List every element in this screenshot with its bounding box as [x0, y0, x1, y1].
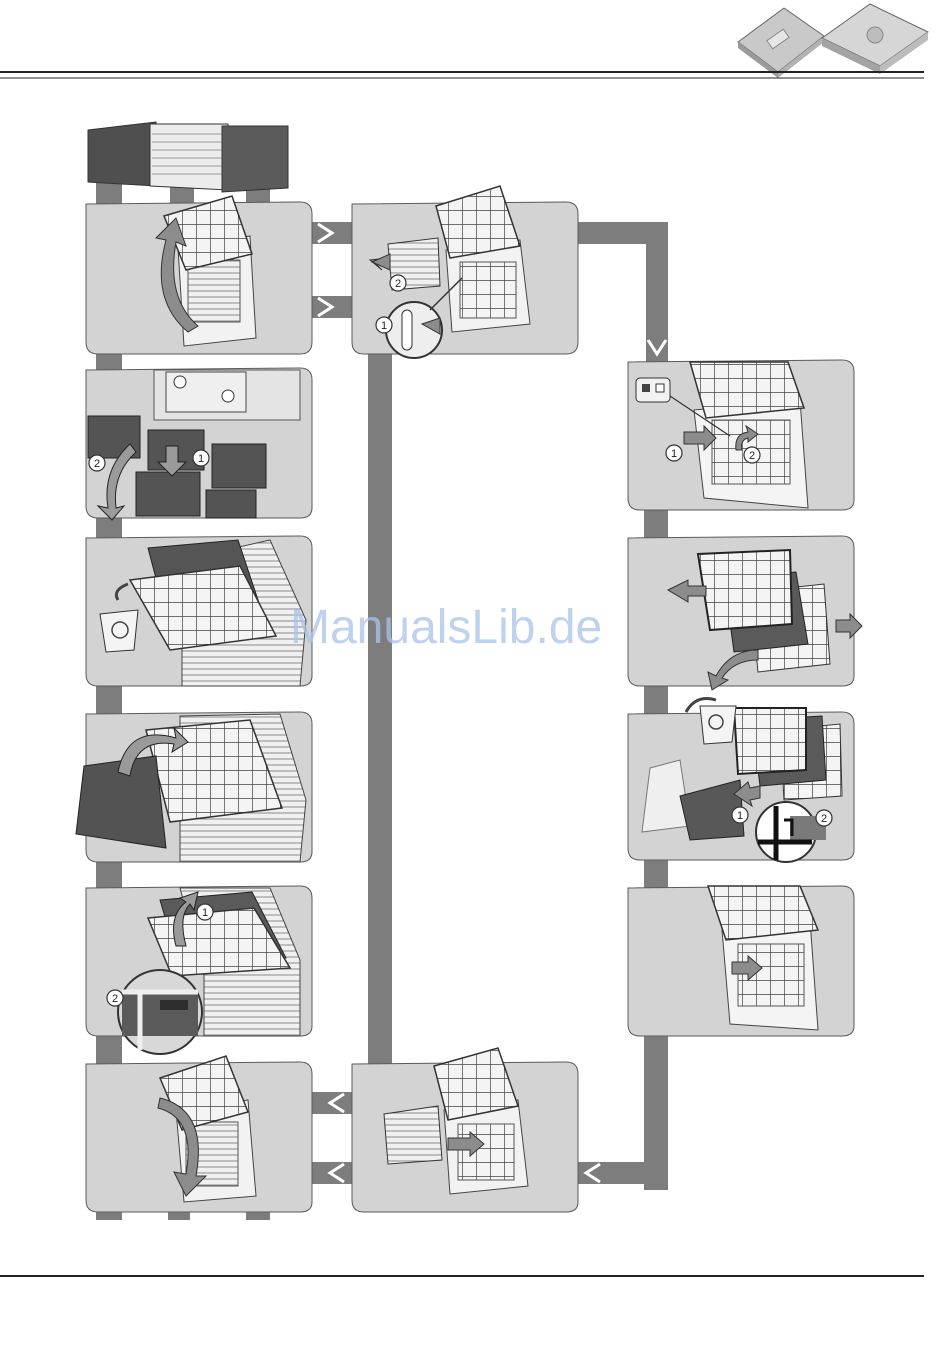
callout-badge-label: 2: [94, 458, 100, 470]
step-panel-right-3: [628, 699, 854, 863]
callout-badge-left-2-1: 1: [193, 450, 209, 466]
callout-badge-center-top-2: 2: [390, 275, 406, 291]
callout-badge-right-1-1: 1: [666, 445, 682, 461]
callout-badge-label: 1: [198, 453, 204, 465]
callout-badge-left-5-1: 1: [197, 904, 213, 920]
step-panel-left-3: [86, 536, 312, 686]
step-panel-center-bottom: [352, 1048, 578, 1212]
step-panel-right-2: [628, 536, 862, 690]
callout-badge-right-3-1: 1: [732, 807, 748, 823]
callout-badge-right-1-2: 2: [744, 447, 760, 463]
callout-badge-label: 1: [202, 907, 208, 919]
callout-badge-left-2-2: 2: [89, 455, 105, 471]
callout-badge-label: 2: [395, 278, 401, 290]
center-trunk: [368, 340, 392, 1080]
callout-badge-label: 1: [737, 810, 743, 822]
callout-badge-right-3-2: 2: [816, 810, 832, 826]
callout-badge-label: 2: [112, 993, 118, 1005]
callout-badge-left-5-2: 2: [107, 990, 123, 1006]
hinge-detail-inset: [118, 970, 202, 1054]
watermark: ManualsLib.de: [290, 601, 602, 654]
callout-badge-label: 1: [671, 448, 677, 460]
callout-badge-label: 1: [381, 320, 387, 332]
callout-badge-center-top-1: 1: [376, 317, 392, 333]
step-panel-left-1: [86, 196, 312, 354]
step-panel-left-6: [86, 1056, 312, 1212]
filter-stack-icon: [88, 122, 288, 192]
step-panel-right-1: [628, 360, 854, 510]
callout-badge-label: 2: [749, 450, 755, 462]
header-rule: [0, 72, 924, 78]
cassette-unit-icon: [738, 8, 824, 78]
step-panel-left-2: [86, 368, 312, 520]
step-panel-right-4: [628, 886, 854, 1036]
round-flow-cassette-icon: [822, 4, 928, 74]
step-panel-left-4: [76, 712, 312, 862]
callout-badge-label: 2: [821, 813, 827, 825]
